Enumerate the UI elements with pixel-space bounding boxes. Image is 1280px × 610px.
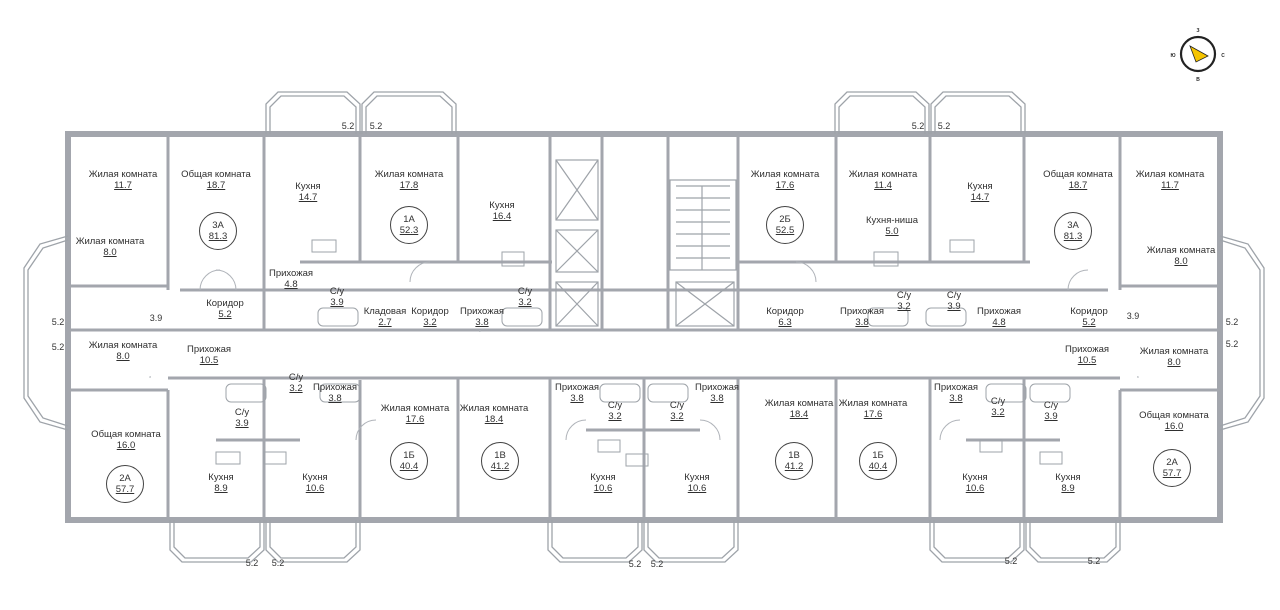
dimension-label: 5.2: [1087, 556, 1101, 566]
dimension-label: 5.2: [650, 559, 664, 569]
dimension-label: 5.2: [1004, 556, 1018, 566]
dimension-label: 5.2: [245, 558, 259, 568]
dimension-label: 5.2: [341, 121, 355, 131]
compass-w: ю: [1170, 52, 1175, 59]
dimension-label: 5.2: [51, 342, 65, 352]
dimension-label: 5.2: [51, 317, 65, 327]
bay-windows: [23, 91, 1265, 563]
dimension-label: 5.2: [369, 121, 383, 131]
dimension-label: 5.2: [911, 121, 925, 131]
dimension-label: 5.2: [628, 559, 642, 569]
dimension-label: 3.9: [1126, 311, 1140, 321]
stair-lift-core: [555, 159, 737, 327]
dimension-label: 3.9: [149, 313, 163, 323]
compass-s: в: [1196, 76, 1200, 82]
dimension-label: 5.2: [1225, 317, 1239, 327]
compass-n: з: [1196, 27, 1199, 34]
inner-walls: [68, 134, 1220, 520]
central-corridor: [74, 332, 1216, 376]
compass-icon: з с в ю: [1170, 27, 1225, 82]
dimension-label: 5.2: [1225, 339, 1239, 349]
dimension-label: 5.2: [271, 558, 285, 568]
compass-e: с: [1221, 52, 1225, 59]
fixtures: [215, 239, 1071, 467]
dimension-label: 5.2: [937, 121, 951, 131]
